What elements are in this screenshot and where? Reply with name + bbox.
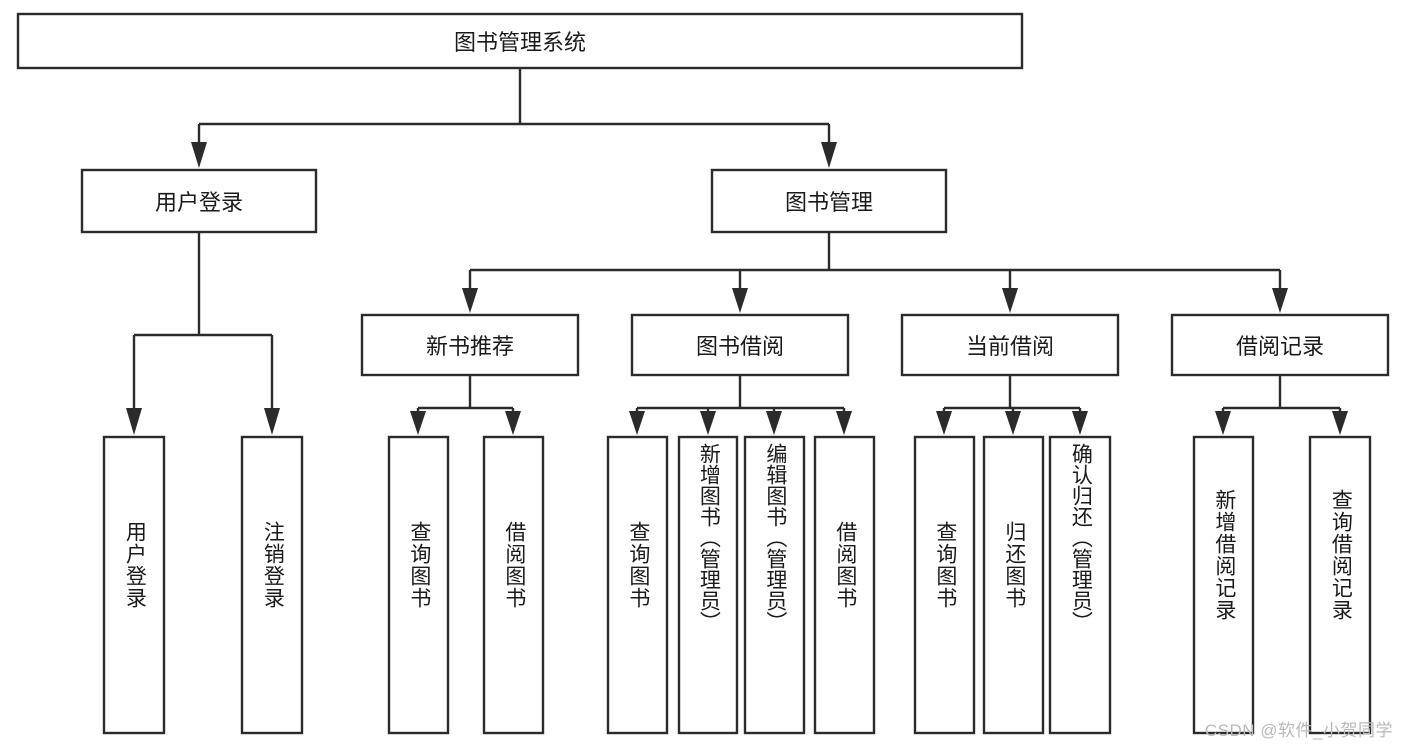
- node-box-book-manage[interactable]: [710, 168, 948, 234]
- arrow-head-leaf-borrow-book-2: [836, 411, 852, 435]
- arrow-head-leaf-query-borrow-record: [1332, 411, 1348, 435]
- node-box-leaf-add-borrow-record[interactable]: [1192, 435, 1255, 735]
- arrow-head-leaf-query-book-1: [410, 411, 426, 435]
- arrow-head-user-login: [191, 142, 207, 168]
- arrow-head-leaf-confirm-return: [1072, 411, 1088, 435]
- arrow-head-leaf-add-book: [700, 411, 716, 435]
- node-box-user-login[interactable]: [80, 168, 318, 234]
- node-box-leaf-query-book-2[interactable]: [606, 435, 669, 735]
- arrow-head-new-book-recommend: [462, 288, 478, 313]
- node-box-root[interactable]: [16, 12, 1024, 70]
- arrow-head-current-borrow: [1002, 288, 1018, 313]
- node-box-leaf-user-logout[interactable]: [240, 435, 304, 735]
- node-box-leaf-query-book-3[interactable]: [913, 435, 976, 735]
- node-box-book-borrow[interactable]: [630, 313, 850, 377]
- node-box-leaf-query-borrow-record[interactable]: [1308, 435, 1372, 735]
- node-box-new-book-recommend[interactable]: [360, 313, 580, 377]
- node-box-leaf-borrow-book-1[interactable]: [482, 435, 545, 735]
- node-box-leaf-user-login[interactable]: [102, 435, 166, 735]
- node-box-leaf-confirm-return[interactable]: [1048, 435, 1112, 735]
- node-box-leaf-add-book[interactable]: [677, 435, 739, 735]
- arrow-head-leaf-add-borrow-record: [1215, 411, 1231, 435]
- arrow-head-leaf-query-book-2: [629, 411, 645, 435]
- arrow-head-borrow-record: [1272, 288, 1288, 313]
- arrow-head-book-manage: [821, 142, 837, 168]
- arrow-head-leaf-return-book: [1005, 411, 1021, 435]
- node-box-leaf-query-book-1[interactable]: [387, 435, 450, 735]
- node-box-leaf-return-book[interactable]: [982, 435, 1045, 735]
- arrow-head-leaf-user-login: [126, 408, 142, 435]
- node-box-leaf-borrow-book-2[interactable]: [813, 435, 876, 735]
- node-box-borrow-record[interactable]: [1170, 313, 1390, 377]
- arrow-head-book-borrow: [732, 288, 748, 313]
- arrow-head-leaf-borrow-book-1: [505, 411, 521, 435]
- node-box-leaf-edit-book[interactable]: [743, 435, 806, 735]
- arrow-head-leaf-user-logout: [264, 408, 280, 435]
- arrow-head-leaf-query-book-3: [936, 411, 952, 435]
- node-box-current-borrow[interactable]: [900, 313, 1120, 377]
- arrow-head-leaf-edit-book: [766, 411, 782, 435]
- connectors-layer: [126, 68, 1348, 435]
- node-boxes-layer: [16, 12, 1390, 735]
